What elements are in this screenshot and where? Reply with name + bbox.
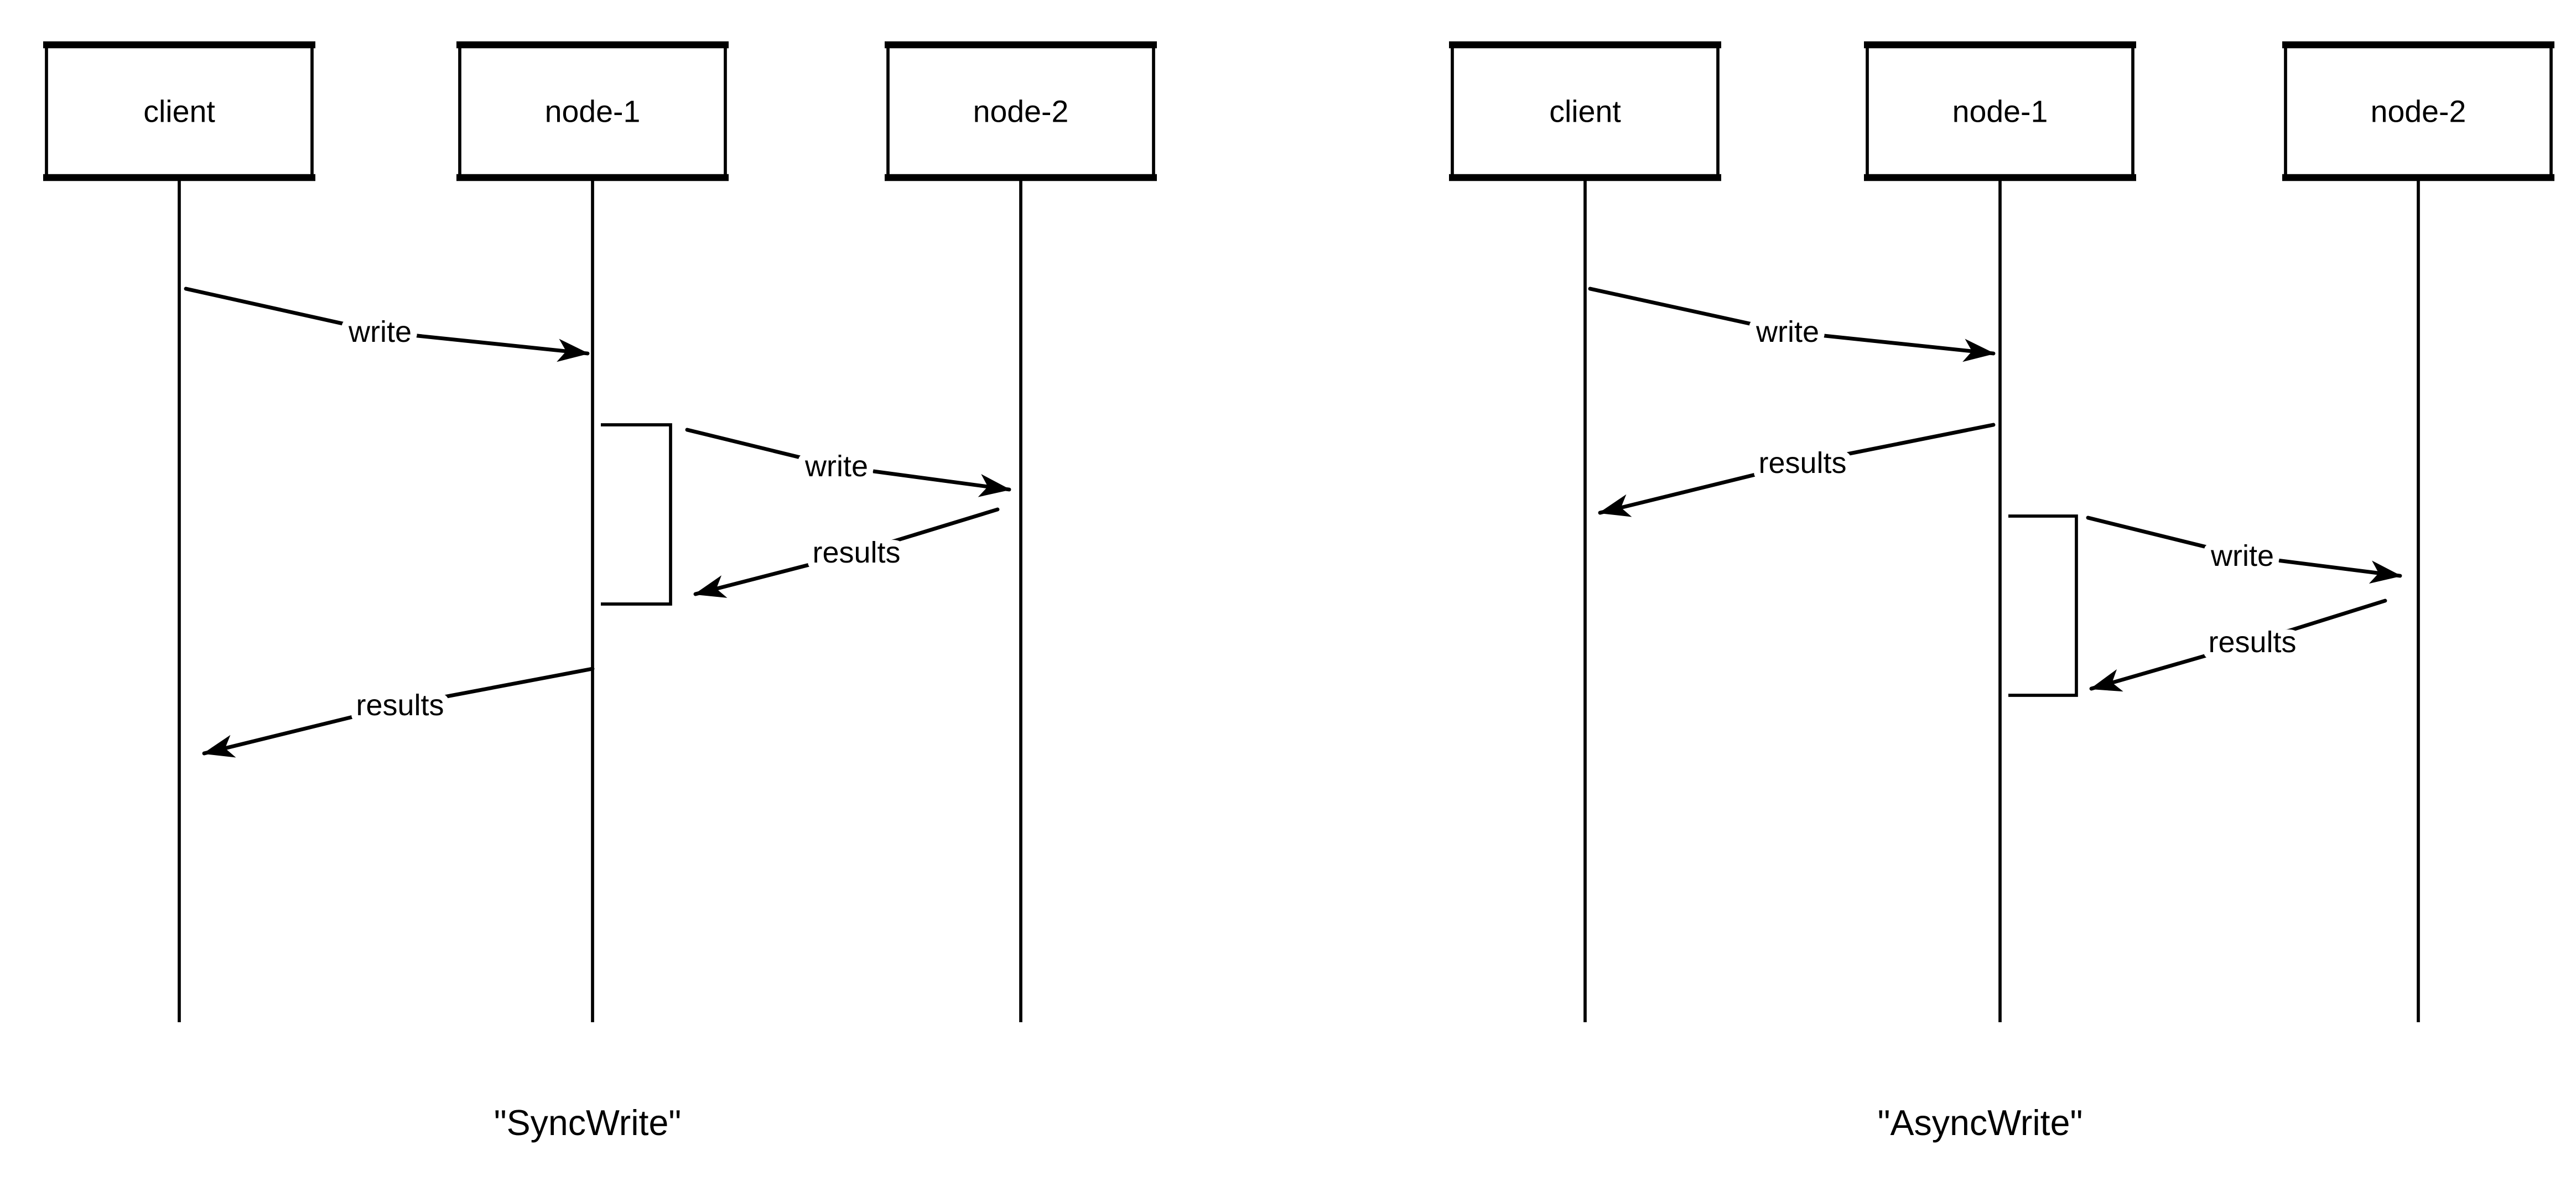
message-arrow-results bbox=[1598, 423, 1996, 517]
activation-bar bbox=[2008, 514, 2078, 697]
activation-bar bbox=[601, 423, 672, 606]
message-arrow-results bbox=[2089, 598, 2387, 692]
caption-async-write: "AsyncWrite" bbox=[1878, 1103, 2083, 1143]
actor-label-client: client bbox=[1549, 95, 1621, 129]
message-arrow-results bbox=[202, 667, 595, 758]
message-arrow-results bbox=[693, 507, 1000, 598]
diagram-async-write: client node-1 node-2 write results write resul… bbox=[1449, 41, 2554, 1143]
diagram-sync-write: client node-1 node-2 write write results resul… bbox=[43, 41, 1157, 1143]
actor-box-node-2 bbox=[886, 43, 1155, 179]
message-label-results: results bbox=[356, 689, 444, 722]
actor-box-node-1 bbox=[1866, 43, 2134, 179]
message-label-write: write bbox=[2210, 539, 2274, 573]
actor-label-node-1: node-1 bbox=[1952, 95, 2048, 129]
message-label-results: results bbox=[2208, 626, 2296, 659]
caption-sync-write: "SyncWrite" bbox=[494, 1103, 682, 1143]
actor-label-node-2: node-2 bbox=[973, 95, 1069, 129]
message-label-write: write bbox=[348, 315, 412, 348]
message-arrow-write bbox=[1588, 287, 1996, 362]
message-arrow-write bbox=[2086, 516, 2402, 584]
message-arrow-write bbox=[184, 287, 590, 362]
message-label-results: results bbox=[1758, 446, 1846, 480]
actor-label-node-1: node-1 bbox=[545, 95, 641, 129]
message-label-write: write bbox=[804, 450, 868, 483]
diagram-root: client node-1 node-2 write write results resul… bbox=[43, 41, 2554, 1143]
actor-label-client: client bbox=[143, 95, 215, 129]
message-label-results: results bbox=[812, 536, 900, 569]
actor-box-client bbox=[45, 43, 314, 179]
actor-box-client bbox=[1451, 43, 1720, 179]
message-label-write: write bbox=[1756, 315, 1819, 348]
actor-label-node-2: node-2 bbox=[2371, 95, 2466, 129]
message-arrow-write bbox=[685, 428, 1011, 497]
